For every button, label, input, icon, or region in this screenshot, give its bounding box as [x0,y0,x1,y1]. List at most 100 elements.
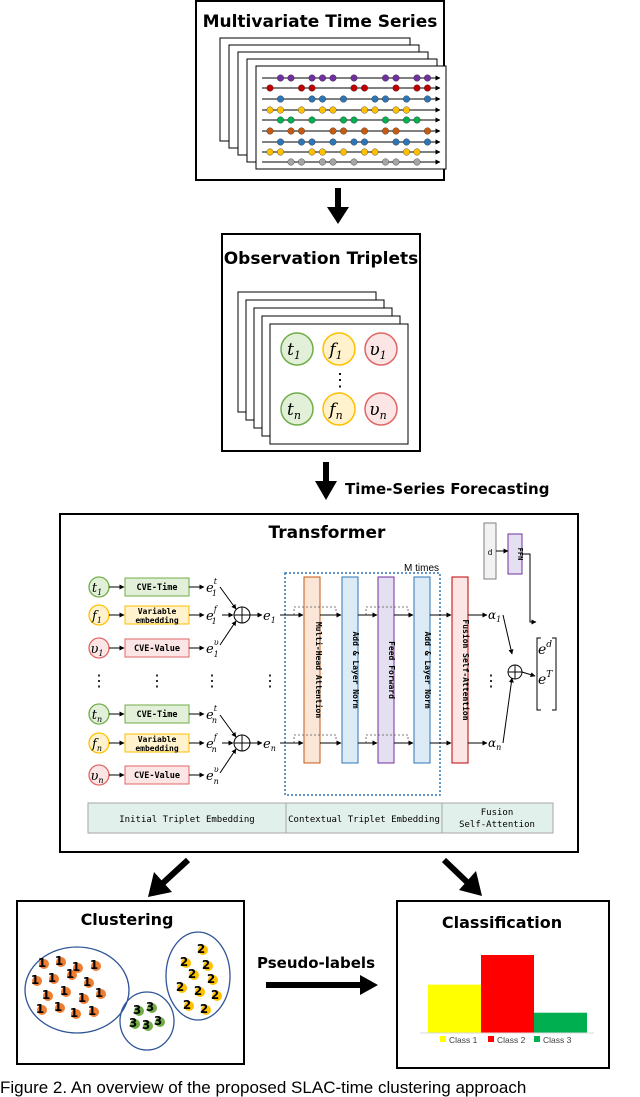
cluster-2-point [201,1005,211,1015]
residual [293,606,337,615]
triplet-v1: υ1 [369,340,386,362]
ts-point [371,106,379,114]
cluster-2-label: 2 [194,984,202,998]
cluster-1-label: 1 [66,967,74,981]
cluster-2-point [195,987,205,997]
cluster-1-point [67,970,77,980]
input-label-v1: υ1 [91,642,104,658]
cluster-2-label: 2 [180,955,188,969]
ts-point [413,84,421,92]
cluster-1-point [55,1003,65,1013]
ts-point [403,148,411,156]
input-label-f1: f1 [91,609,102,625]
ts-point [424,74,432,82]
transformer-title: Transformer [269,523,387,543]
ts-point [266,127,274,135]
ts-point [298,127,306,135]
ts-point [340,127,348,135]
cluster-1-point [96,989,106,999]
triplets-title: Observation Triplets [224,249,419,269]
ts-point [308,116,316,124]
cluster-1-point [73,963,83,973]
ts-point [382,74,390,82]
ff-label: Feed Forward [387,641,396,699]
triplet-vdots: ⋮ [331,370,349,390]
ts-point [382,127,390,135]
time-series-lines [262,74,441,166]
ts-point [329,106,337,114]
cluster-3-point [143,1021,153,1031]
ts-point [403,116,411,124]
ts-point [287,74,295,82]
input-label-t1: t1 [92,581,102,597]
ts-point [298,138,306,146]
cluster-1-label: 1 [72,960,80,974]
cluster-1-label: 1 [90,958,98,972]
d-label: d [488,548,493,557]
segment-contextual: Contextual Triplet Embedding [288,815,440,825]
input-label-vn: υn [90,769,103,785]
cluster-2-label: 2 [200,1002,208,1016]
ts-point [277,138,285,146]
cluster-2-point [198,945,208,955]
variable-embedding-label: embedding [135,615,179,625]
ts-point [308,95,316,103]
cluster-1-point [49,974,59,984]
cluster-3-label: 3 [154,1014,162,1028]
e-T: eT [538,670,553,688]
cluster-1-label: 1 [36,1002,44,1016]
e-d: ed [538,640,552,658]
ts-point [340,148,348,156]
class-bar-3 [534,1012,587,1033]
bracket-right [552,637,557,711]
cluster-2-label: 2 [188,967,196,981]
arrow [521,671,536,678]
ts-point [266,148,274,156]
alpha-1: α1 [488,608,501,624]
alpha-n: αn [488,736,501,752]
multi-head-attention-block [303,576,321,764]
cluster-1-point [32,976,42,986]
triplet-v1-node [364,332,398,366]
ts-point [277,74,285,82]
arrow-mts-to-triplets [327,188,349,224]
variable-embedding-label: Variable [138,606,177,616]
ts-point [382,95,390,103]
input-label-tn: tn [92,708,102,724]
segment-bar [87,802,554,834]
ts-point [329,138,337,146]
variable-embedding-label: embedding [135,743,179,753]
ts-point [308,74,316,82]
ts-point [319,148,327,156]
cluster-1-point [43,991,53,1001]
ts-point [308,138,316,146]
bracket-left [536,637,541,711]
ts-point [266,106,274,114]
ts-point [350,138,358,146]
class-bar-1 [428,984,481,1033]
cve_value-label: CVE-Value [134,771,180,781]
cluster-1-point [61,987,71,997]
addnorm-label-2: Add & Layer Norm [423,631,432,708]
dots-embeddings: ⋮ [149,673,165,690]
arrow [502,614,514,655]
ts-point [329,74,337,82]
arrow [219,620,237,646]
cluster-1-label: 1 [38,956,46,970]
residual [293,734,337,743]
ts-point [350,116,358,124]
cluster-2-label: 2 [211,988,219,1002]
ffn-label: FFN [516,548,524,561]
e-n: en [263,737,276,753]
ts-point [403,106,411,114]
cluster-1-point [84,978,94,988]
ts-point [350,158,358,166]
cluster-3-point [134,1006,144,1016]
forecasting-label: Time-Series Forecasting [345,480,549,498]
cluster-1-point [37,1005,47,1015]
ts-point [298,84,306,92]
